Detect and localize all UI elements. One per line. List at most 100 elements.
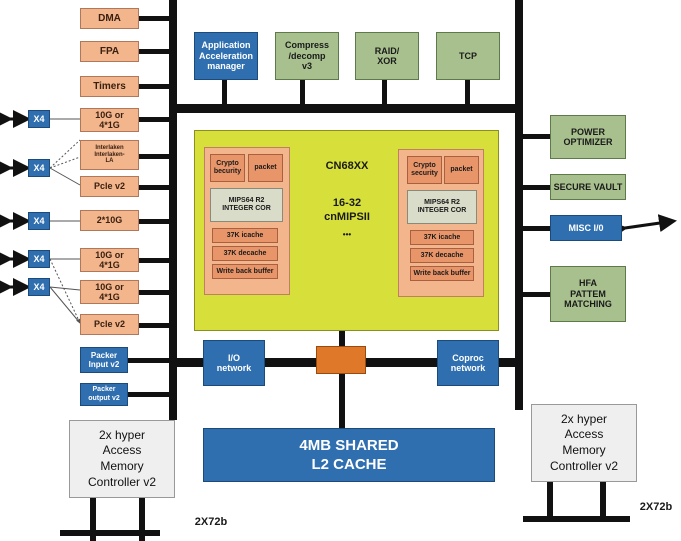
mips-label: MIPS64 R2 INTEGER COR [222, 197, 271, 212]
packet-input-label: Packer Input v2 [88, 350, 120, 369]
stub-hfa [521, 292, 551, 297]
secure-vault-block: SECURE VAULT [550, 174, 626, 200]
core-right-wbb: Write back buffer [410, 266, 474, 281]
xaui-label: 2*10G [96, 215, 123, 226]
raid-block: RAID/ XOR [355, 32, 419, 80]
stub-eth2 [139, 258, 171, 263]
core-left-mips: MIPS64 R2 INTEGER COR [210, 188, 283, 222]
coproc-network-block: Coproc network [437, 340, 499, 386]
dma-block: DMA [80, 8, 139, 29]
stub-xaui [139, 219, 171, 224]
top-horizontal-bus [169, 104, 523, 113]
memory-width-right: 2X72b [639, 501, 673, 513]
x4-port-5: X4 [28, 278, 50, 296]
stub-dma [139, 16, 171, 21]
packet-label: packet [254, 164, 277, 172]
core-right-icache: 37K icache [410, 230, 474, 245]
mem-left-foot [60, 530, 160, 536]
raid-label: RAID/ XOR [374, 45, 400, 66]
wbb-label: Write back buffer [216, 267, 274, 275]
mem-left-leg1 [90, 497, 96, 541]
x4-label: X4 [33, 253, 45, 264]
l2-cache-label: 4MB SHARED L2 CACHE [299, 436, 399, 474]
tcp-label: TCP [459, 50, 477, 61]
icache-label: 37K icache [226, 231, 264, 239]
core-left-dcache: 37K decache [212, 246, 278, 261]
stub-misc [521, 226, 551, 231]
chip-core-count: 16-32 cnMIPSII [324, 197, 370, 224]
memory-controller-right-label: 2x hyper Access Memory Controller v2 [549, 411, 619, 473]
dcache-label: 37K decache [420, 251, 464, 259]
xaui-block: 2*10G [80, 210, 139, 231]
chip-dots: ••• [342, 230, 352, 239]
compress-block: Compress /decomp v3 [275, 32, 339, 80]
pcie-block-1: Pcle v2 [80, 176, 139, 197]
core-left-packet: packet [248, 154, 283, 182]
core-right-packet: packet [444, 156, 479, 184]
x4-label: X4 [33, 281, 45, 292]
memory-width-left: 2X72b [194, 516, 228, 528]
l2-cache-block: 4MB SHARED L2 CACHE [203, 428, 495, 482]
ethernet-block-1: 10G or 4*1G [80, 108, 139, 132]
core-left-icache: 37K icache [212, 228, 278, 243]
stub-app [222, 80, 227, 106]
x4-port-3: X4 [28, 212, 50, 230]
stub-eth1 [139, 117, 171, 122]
io-network-block: I/O network [203, 340, 265, 386]
core-left-wbb: Write back buffer [212, 264, 278, 279]
stub-packet-out [128, 392, 171, 397]
right-vertical-bus [515, 0, 523, 410]
tcp-block: TCP [436, 32, 500, 80]
timers-block: Timers [80, 76, 139, 97]
core-left-crypto: Crypto becurity [210, 154, 245, 182]
x4-label: X4 [33, 215, 45, 226]
fpa-label: FPA [99, 45, 120, 57]
x4-port-1: X4 [28, 110, 50, 128]
stub-eth3 [139, 290, 171, 295]
left-vertical-bus [169, 0, 177, 420]
mem-left-leg2 [139, 497, 145, 541]
secure-vault-label: SECURE VAULT [553, 181, 623, 192]
core-right-mips: MIPS64 R2 INTEGER COR [407, 190, 477, 224]
stub-packet-in [128, 358, 171, 363]
crypto-label: Crypto security [411, 162, 438, 177]
crossbar-hub [316, 346, 366, 374]
stub-fpa [139, 49, 171, 54]
timers-label: Timers [93, 80, 126, 92]
x4-label: X4 [33, 162, 45, 173]
io-network-label: I/O network [216, 352, 252, 373]
mem-right-leg1 [547, 482, 553, 522]
core-right-dcache: 37K decache [410, 248, 474, 263]
wbb-label: Write back buffer [413, 269, 471, 277]
x4-label: X4 [33, 113, 45, 124]
coproc-network-label: Coproc network [450, 352, 486, 373]
misc-io-label: MISC I/0 [568, 222, 604, 233]
stub-pcie1 [139, 185, 171, 190]
dcache-label: 37K decache [223, 249, 267, 257]
interlaken-label: Interlaken Interlaken- LA [94, 144, 125, 165]
hfa-block: HFA PATTEM MATCHING [550, 266, 626, 322]
packet-input-block: Packer Input v2 [80, 347, 128, 373]
power-optimizer-label: POWER OPTIMIZER [563, 126, 613, 147]
memory-controller-left-label: 2x hyper Access Memory Controller v2 [87, 427, 157, 489]
memory-controller-left: 2x hyper Access Memory Controller v2 [69, 420, 175, 498]
stub-power [521, 134, 551, 139]
memory-controller-right: 2x hyper Access Memory Controller v2 [531, 404, 637, 482]
stub-tcp [465, 80, 470, 106]
chip-name: CN68XX [325, 160, 369, 172]
compress-label: Compress /decomp v3 [284, 40, 329, 72]
hfa-label: HFA PATTEM MATCHING [564, 278, 612, 310]
mem-right-leg2 [600, 482, 606, 522]
packet-label: packet [450, 166, 473, 174]
fpa-block: FPA [80, 41, 139, 62]
ethernet-block-3: 10G or 4*1G [80, 280, 139, 304]
stub-interlaken [139, 154, 171, 159]
ethernet-3-label: 10G or 4*1G [95, 281, 124, 302]
dma-label: DMA [98, 12, 121, 24]
misc-io-block: MISC I/0 [550, 215, 622, 241]
packet-output-block: Packer output v2 [80, 383, 128, 406]
ethernet-block-2: 10G or 4*1G [80, 248, 139, 272]
app-acceleration-label: Application Acceleration manager [198, 40, 254, 72]
app-acceleration-block: Application Acceleration manager [194, 32, 258, 80]
